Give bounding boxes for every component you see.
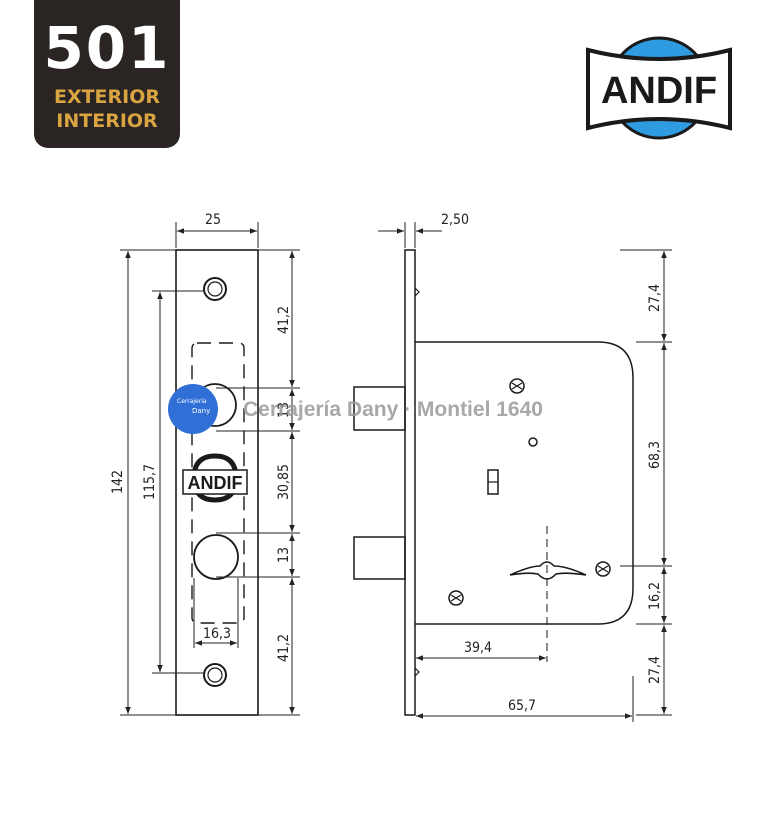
svg-text:ANDIF: ANDIF bbox=[188, 473, 243, 493]
case-screw bbox=[595, 561, 611, 577]
dim-latch-to-bolt: 30,85 bbox=[276, 464, 292, 500]
faceplate bbox=[175, 249, 259, 716]
dim-bolt-height: 13 bbox=[276, 547, 292, 563]
front-view: ANDIF bbox=[175, 249, 259, 716]
dim-latch-height: 13 bbox=[276, 402, 292, 418]
side-bolt bbox=[353, 536, 406, 580]
plate-logo: ANDIF bbox=[182, 453, 248, 503]
front-dimension-lines bbox=[120, 222, 300, 716]
dim-plate-thickness: 2,50 bbox=[441, 212, 469, 228]
bottom-screw-hole bbox=[203, 663, 227, 687]
dim-bolt-width: 16,3 bbox=[203, 626, 231, 642]
dim-top-to-latch: 41,2 bbox=[276, 306, 292, 334]
case-screw bbox=[509, 378, 525, 394]
dim-keyhole-offset: 16,2 bbox=[647, 582, 663, 610]
bolt-circle bbox=[193, 534, 239, 580]
side-dimension-lines bbox=[378, 222, 672, 722]
dim-hole-spacing: 115,7 bbox=[142, 464, 158, 500]
badge-line-interior: INTERIOR bbox=[56, 110, 158, 132]
badge-line-exterior: EXTERIOR bbox=[53, 86, 161, 108]
watermark-text: Cerrajería Dany · Montiel 1640 bbox=[243, 398, 543, 421]
lock-case bbox=[415, 341, 634, 625]
watermark-logo: Cerrajería Dany bbox=[168, 384, 218, 434]
top-screw-hole bbox=[203, 277, 227, 301]
product-badge: 501 EXTERIOR INTERIOR bbox=[34, 0, 180, 148]
brand-name: ANDIF bbox=[601, 70, 717, 112]
dim-total-height: 142 bbox=[110, 470, 126, 494]
case-pin bbox=[528, 437, 538, 447]
dim-case-depth: 65,7 bbox=[508, 698, 536, 714]
model-number: 501 bbox=[43, 14, 171, 82]
side-faceplate bbox=[404, 249, 416, 716]
dim-case-height: 68,3 bbox=[647, 441, 663, 469]
dim-bolt-to-bottom: 41,2 bbox=[276, 634, 292, 662]
dim-front-width: 25 bbox=[205, 212, 221, 228]
keyhole-icon bbox=[509, 561, 587, 580]
case-screw bbox=[448, 590, 464, 606]
dim-bottom-offset: 27,4 bbox=[647, 656, 663, 684]
dim-top-offset: 27,4 bbox=[647, 284, 663, 312]
andif-logo: ANDIF bbox=[586, 36, 732, 140]
dim-backset: 39,4 bbox=[464, 640, 492, 656]
side-view bbox=[353, 249, 634, 716]
side-latch bbox=[353, 386, 406, 431]
